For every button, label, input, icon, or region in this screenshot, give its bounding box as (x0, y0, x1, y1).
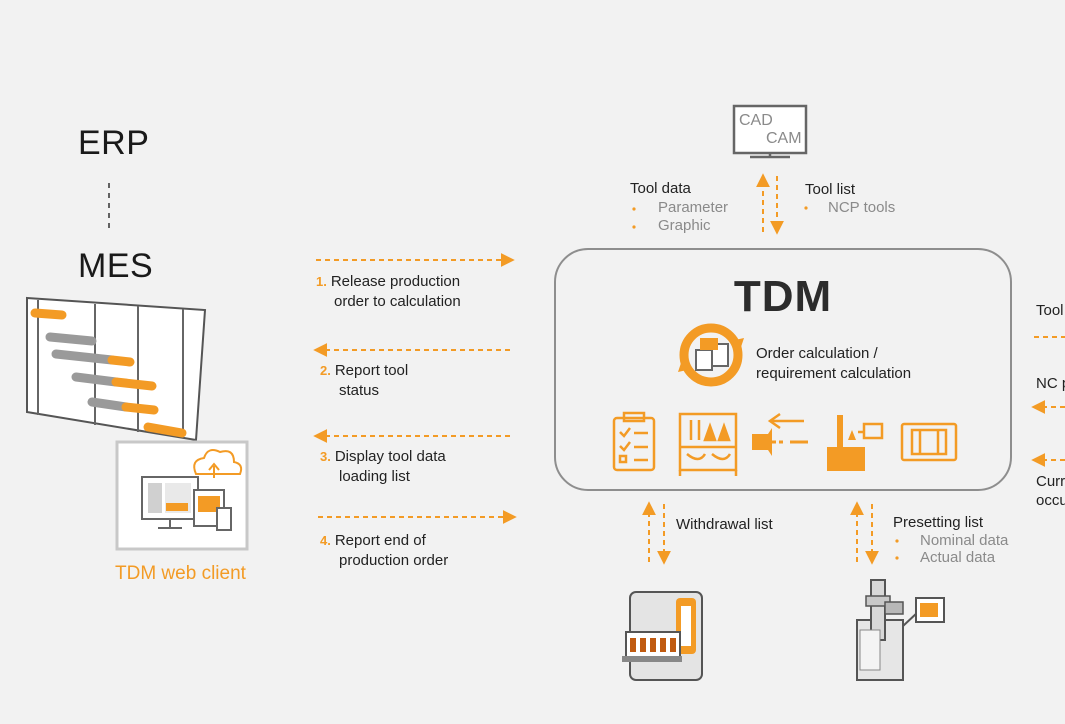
tool-loading-icon (752, 412, 808, 456)
cad-tdm-arrows (756, 173, 784, 235)
web-client-icon (115, 440, 249, 551)
bottom-arrows (642, 501, 879, 565)
right-label-curr: Curr (1036, 473, 1065, 490)
tool-data-title: Tool data (630, 180, 691, 197)
tdm-title: TDM (733, 272, 833, 321)
tool-list-item: NCP tools (828, 199, 896, 216)
step-text: order to calculation (334, 293, 461, 310)
presetting-item: Actual data (920, 549, 996, 566)
step-number: 2. (320, 363, 331, 378)
mes-label: MES (78, 247, 154, 285)
presetting-bullets (895, 539, 899, 560)
tool-list-title: Tool list (805, 181, 856, 198)
tool-data-bullets (632, 206, 808, 229)
presetting-machine-icon (856, 579, 945, 681)
calc-label-line2: requirement calculation (756, 365, 912, 382)
right-label-tool: Tool (1036, 302, 1064, 319)
step-text: Report tool (334, 362, 409, 379)
step-arrows (313, 253, 517, 524)
erp-label: ERP (78, 124, 150, 162)
step-2: 2.Report tool status (320, 361, 408, 401)
presetting-device-icon (827, 415, 884, 471)
step-number: 1. (316, 274, 327, 289)
step-1: 1.Release production order to calculatio… (316, 272, 461, 312)
step-text: production order (339, 552, 449, 569)
step-text: loading list (339, 468, 410, 485)
right-label-occu: occu (1036, 492, 1065, 509)
calc-label-line1: Order calculation / (756, 345, 878, 362)
step-text: status (339, 382, 380, 399)
tool-data-item: Parameter (658, 199, 729, 216)
tool-data-item: Graphic (658, 217, 711, 234)
right-label-nc: NC p (1036, 375, 1065, 392)
withdrawal-list-title: Withdrawal list (676, 516, 773, 533)
step-4: 4.Report end of production order (320, 531, 448, 571)
tool-dispenser-icon (622, 591, 703, 681)
machine-icon (900, 422, 958, 462)
step-text: Display tool data (334, 448, 446, 465)
cad-label: CAD (739, 112, 773, 129)
step-number: 3. (320, 449, 331, 464)
step-text: Release production (330, 273, 461, 290)
mes-gantt-board-icon (26, 296, 207, 442)
cam-label: CAM (766, 130, 802, 147)
step-3: 3.Display tool data loading list (320, 447, 446, 487)
checklist-icon (612, 411, 656, 472)
calculation-cycle-icon (678, 323, 744, 387)
web-client-label: TDM web client (115, 563, 246, 584)
right-arrows (1031, 336, 1065, 467)
tdm-box: TDM Order calculation / requirement calc… (554, 248, 1012, 491)
step-text: Report end of (334, 532, 426, 549)
step-number: 4. (320, 533, 331, 548)
presetting-list-title: Presetting list (893, 514, 984, 531)
tool-cabinet-icon (678, 412, 738, 476)
presetting-item: Nominal data (920, 532, 1009, 549)
cad-cam-monitor-icon (732, 104, 808, 159)
